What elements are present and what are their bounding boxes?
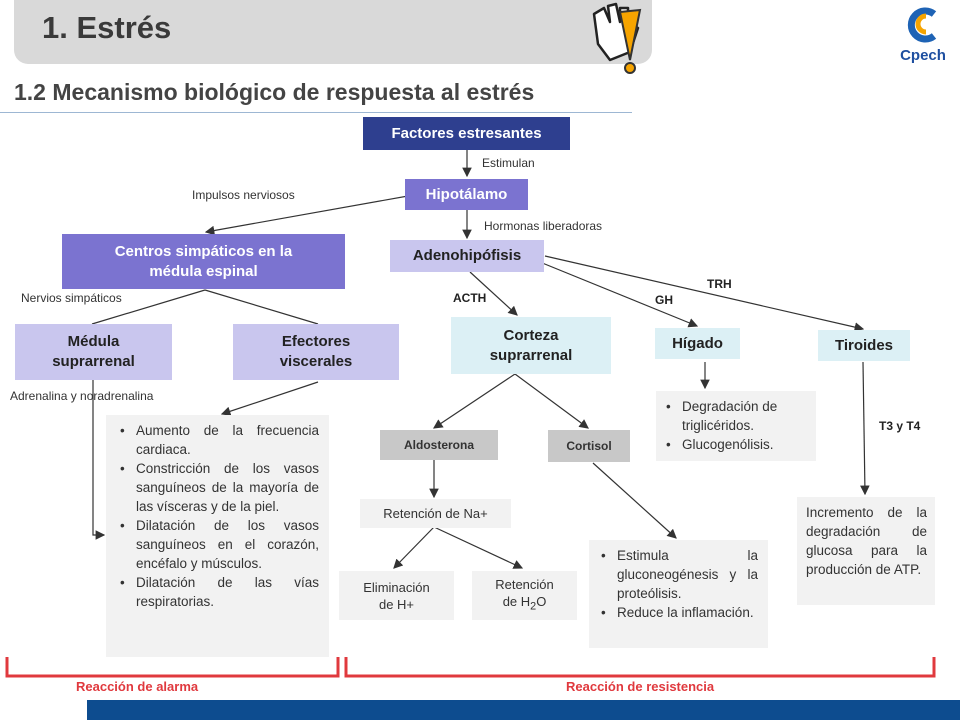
- exclamation-icon: [618, 8, 642, 61]
- list-item: Glucogenólisis.: [666, 435, 810, 454]
- node-centros-simpaticos: Centros simpáticos en la médula espinal: [62, 234, 345, 289]
- label-acth: ACTH: [453, 291, 487, 305]
- node-higado: Hígado: [655, 328, 740, 359]
- node-efectores-viscerales: Efectores viscerales: [233, 324, 399, 380]
- logo-text: Cpech: [900, 47, 946, 64]
- list-item: Dilatación de las vías respiratorias.: [120, 573, 319, 611]
- h2o-prefix: de H: [502, 593, 531, 609]
- node-eliminacion-h: Eliminación de H+: [339, 571, 454, 620]
- efectores-line-2: viscerales: [279, 353, 353, 370]
- title-divider: [0, 112, 632, 113]
- arrow-adrenalina: [92, 380, 106, 540]
- label-estimulan: Estimulan: [482, 156, 535, 170]
- centros-line-1: Centros simpáticos en la: [114, 242, 293, 260]
- node-retencion-h2o: Retención de H2O: [472, 571, 577, 620]
- node-tiroides: Tiroides: [818, 330, 910, 361]
- liver-effects-box: Degradación de triglicéridos. Glucogenól…: [656, 391, 816, 461]
- medula-line-2: suprarrenal: [52, 353, 135, 370]
- page-subtitle: 1.2 Mecanismo biológico de respuesta al …: [14, 79, 535, 105]
- cpech-logo-icon: Cpech: [900, 7, 946, 64]
- centros-line-2: médula espinal: [149, 262, 258, 280]
- arrow-trh: [544, 255, 865, 332]
- arrow-acth: [469, 271, 518, 316]
- arrow-cortisol-effects: [592, 462, 677, 539]
- list-item: Estimula la gluconeogénesis y la proteól…: [601, 546, 758, 603]
- list-item: Constricción de los vasos sanguíneos de …: [120, 459, 319, 516]
- node-adenohipofisis: Adenohipófisis: [390, 240, 544, 272]
- node-aldosterona: Aldosterona: [380, 430, 498, 460]
- node-factores-estresantes: Factores estresantes: [363, 117, 570, 150]
- retencion-h2o-line-1: Retención: [495, 576, 554, 592]
- eliminacion-line-1: Eliminación: [363, 579, 430, 595]
- label-impulsos-nerviosos: Impulsos nerviosos: [192, 188, 295, 202]
- thyroid-effect-box: Incremento de la degradación de glucosa …: [797, 497, 935, 605]
- alarm-effects-box: Aumento de la frecuencia cardiaca. Const…: [106, 415, 329, 657]
- arrow-corteza-cortisol: [514, 373, 589, 429]
- arrow-tiroides-effect: [860, 361, 870, 496]
- retencion-h2o-line-2: de H2O: [503, 593, 547, 616]
- node-hipotalamo: Hipotálamo: [405, 179, 528, 210]
- bottom-bar: [87, 700, 960, 720]
- node-medula-suprarrenal: Médula suprarrenal: [15, 324, 172, 380]
- title-banner: [14, 0, 652, 64]
- eliminacion-line-2: de H+: [378, 596, 415, 612]
- corteza-line-2: suprarrenal: [489, 346, 573, 364]
- line-centros-medula: [91, 289, 206, 325]
- label-trh: TRH: [707, 277, 732, 291]
- label-reaccion-resistencia: Reacción de resistencia: [566, 679, 715, 694]
- list-item: Aumento de la frecuencia cardiaca.: [120, 421, 319, 459]
- list-item: Reduce la inflamación.: [601, 603, 758, 622]
- bracket-alarma: [5, 657, 340, 678]
- line-centros-efectores: [204, 289, 319, 325]
- h2o-subscript: 2: [530, 600, 537, 613]
- node-retencion-na: Retención de Na+: [360, 499, 511, 528]
- label-adrenalina: Adrenalina y noradrenalina: [10, 389, 154, 403]
- arrow-na-eliminacion: [393, 526, 435, 569]
- node-corteza-suprarrenal: Corteza suprarrenal: [451, 317, 611, 374]
- list-item: Dilatación de los vasos sanguíneos en el…: [120, 516, 319, 573]
- arrow-na-h2o: [433, 526, 524, 569]
- label-hormonas-liberadoras: Hormonas liberadoras: [484, 219, 603, 233]
- cortisol-effects-box: Estimula la gluconeogénesis y la proteól…: [589, 540, 768, 648]
- corteza-line-1: Corteza: [503, 326, 559, 344]
- label-nervios-simpaticos: Nervios simpáticos: [21, 291, 122, 305]
- node-cortisol: Cortisol: [548, 430, 630, 462]
- arrow-corteza-aldosterona: [433, 373, 516, 429]
- pointing-hand-icon: [592, 2, 642, 74]
- arrow-gh: [529, 257, 699, 328]
- arrow-hipotalamo-centros: [204, 195, 409, 236]
- label-reaccion-alarma: Reacción de alarma: [76, 679, 199, 694]
- arrow-efectores-effects: [220, 381, 319, 416]
- alarm-effects-list: Aumento de la frecuencia cardiaca. Const…: [114, 421, 319, 611]
- label-gh: GH: [655, 293, 673, 307]
- medula-line-1: Médula: [67, 333, 120, 350]
- efectores-line-1: Efectores: [281, 333, 351, 350]
- h2o-suffix: O: [536, 593, 547, 609]
- list-item: Degradación de triglicéridos.: [666, 397, 810, 435]
- bracket-resistencia: [344, 657, 936, 678]
- liver-effects-list: Degradación de triglicéridos. Glucogenól…: [660, 397, 810, 454]
- page-title: 1. Estrés: [42, 10, 172, 45]
- label-t3-t4: T3 y T4: [879, 419, 921, 433]
- cortisol-effects-list: Estimula la gluconeogénesis y la proteól…: [595, 546, 758, 622]
